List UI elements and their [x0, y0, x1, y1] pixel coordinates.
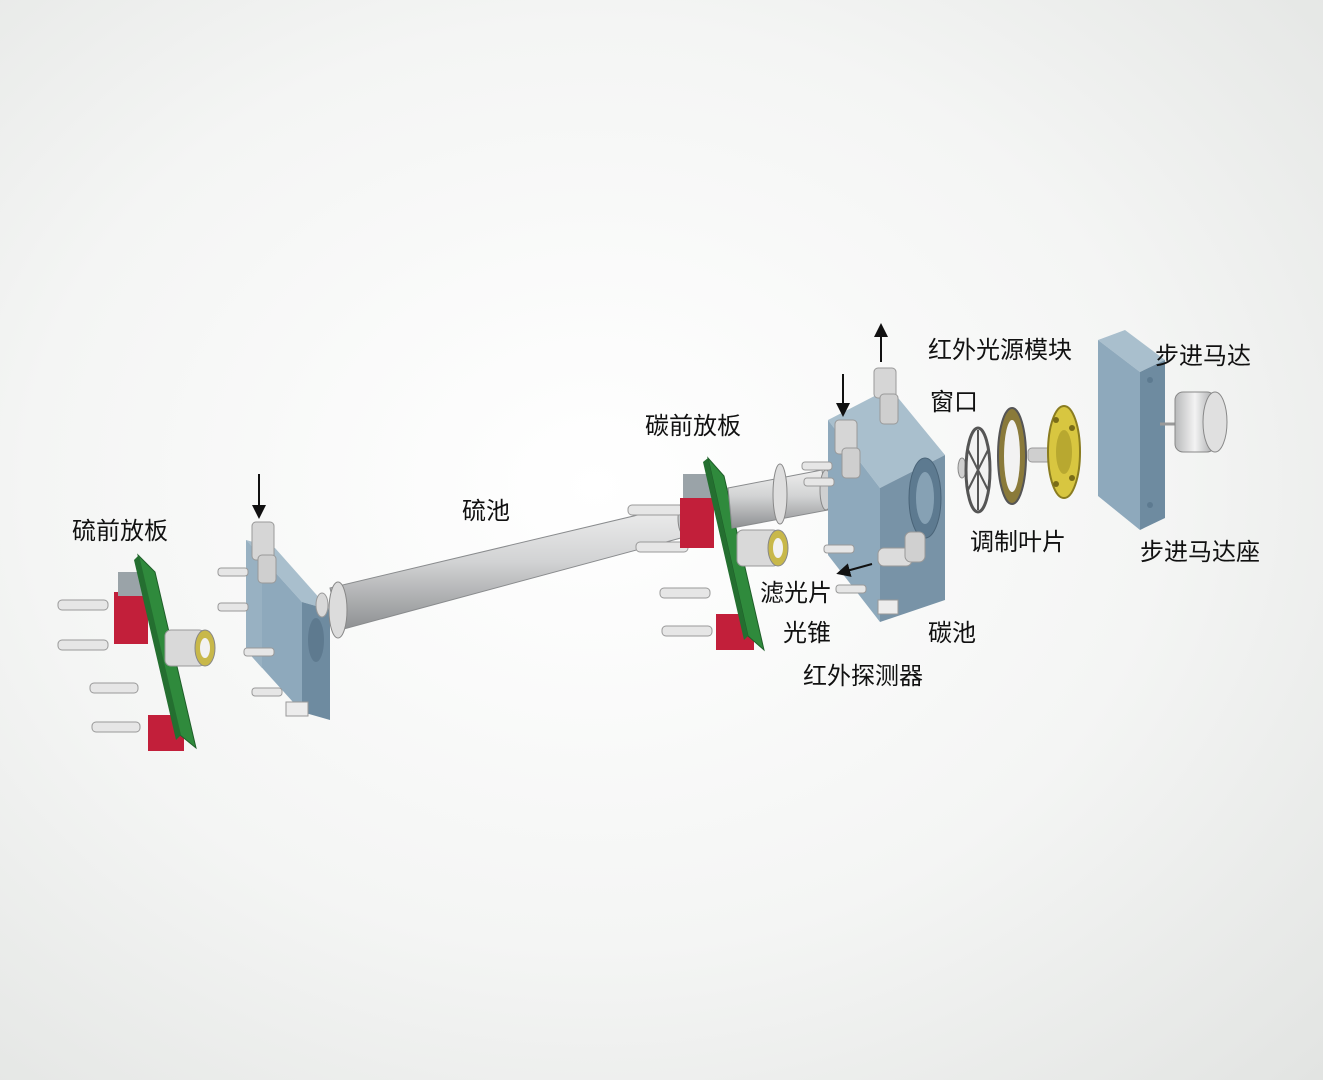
- carbon-cell-screws: [801, 461, 867, 594]
- label-stepper-motor-mount: 步进马达座: [1140, 538, 1260, 566]
- stepper-motor-mount: [1098, 330, 1165, 530]
- sulfur-cell-screws: [217, 567, 283, 697]
- carbon-board-pins: [627, 504, 713, 637]
- sulfur-detector-top: [114, 592, 148, 644]
- sulfur-cell-block: [217, 474, 330, 720]
- modulation-blade: [957, 426, 992, 514]
- label-sulfur-preamp-board: 硫前放板: [72, 517, 168, 545]
- sulfur-board-pins: [57, 599, 141, 733]
- carbon-detector-top: [680, 498, 714, 548]
- label-ir-source-module: 红外光源模块: [928, 336, 1072, 364]
- sulfur-connector: [164, 629, 216, 667]
- window-ring: [997, 407, 1027, 505]
- carbon-inlet-elbow: [834, 419, 861, 479]
- carbon-connector: [736, 529, 789, 567]
- carbon-cell-block: [801, 323, 945, 622]
- carbon-preamp-board: [627, 456, 789, 652]
- label-window: 窗口: [930, 388, 978, 416]
- ir-source-module: [1027, 405, 1081, 499]
- stepper-motor: [1160, 391, 1228, 453]
- label-stepper-motor: 步进马达: [1155, 342, 1251, 370]
- diagram-labels: 硫前放板 硫池 碳前放板 红外光源模块 窗口 步进马达 调制叶片 步进马达座 滤…: [72, 336, 1260, 690]
- sulfur-preamp-board: [57, 553, 216, 751]
- sulfur-inlet-elbow: [251, 521, 277, 584]
- label-modulation-blade: 调制叶片: [970, 528, 1066, 556]
- label-carbon-preamp-board: 碳前放板: [645, 412, 741, 440]
- filter-leader-arrow: [836, 563, 873, 577]
- carbon-outlet-elbow: [873, 367, 899, 425]
- label-light-cone: 光锥: [783, 619, 831, 647]
- label-sulfur-cell: 硫池: [462, 497, 510, 525]
- label-ir-detector: 红外探测器: [803, 662, 923, 690]
- label-carbon-cell: 碳池: [928, 619, 976, 647]
- carbon-pcb: [707, 456, 765, 652]
- carbon-side-elbow: [877, 531, 926, 567]
- carbon-light-cone: [727, 463, 833, 529]
- label-filter: 滤光片: [760, 579, 832, 607]
